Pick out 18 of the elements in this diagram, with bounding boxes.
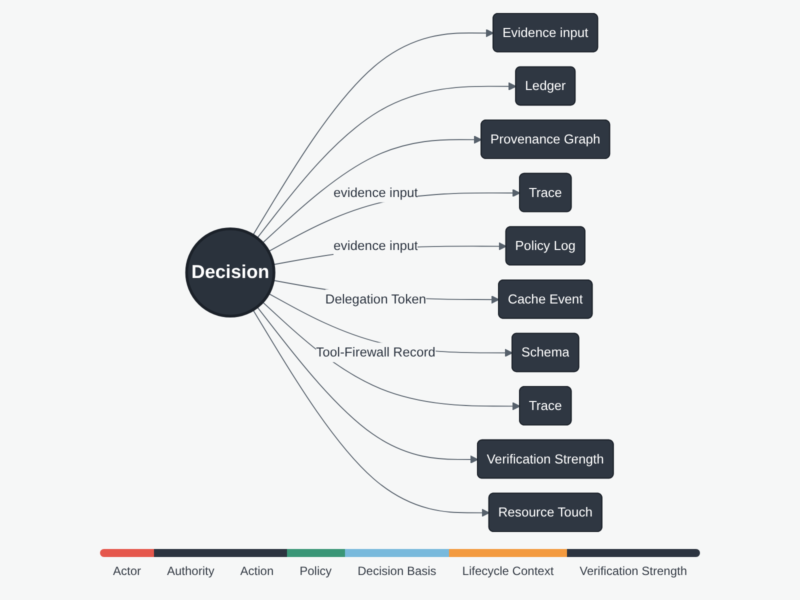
legend-label: Action (239, 564, 275, 578)
edge-label: Tool-Firewall Record (316, 344, 436, 360)
arrow (262, 302, 520, 410)
arrow (252, 28, 494, 236)
arrow (256, 82, 516, 239)
edge-label: evidence input (334, 184, 418, 200)
legend-label: Actor (112, 564, 142, 578)
edge-label: evidence input (334, 238, 418, 253)
arrow (262, 136, 482, 244)
legend-label: Verification Strength (578, 564, 688, 578)
arrow (256, 306, 478, 464)
legend-label: Lifecycle Context (461, 564, 555, 578)
legend-label: Authority (166, 564, 216, 578)
legend-label: Policy (298, 564, 333, 578)
node-circle: Decision (185, 227, 276, 318)
legend-label: Decision Basis (356, 564, 438, 578)
arrow (252, 309, 490, 517)
edge-label: Delegation Token (325, 291, 426, 306)
